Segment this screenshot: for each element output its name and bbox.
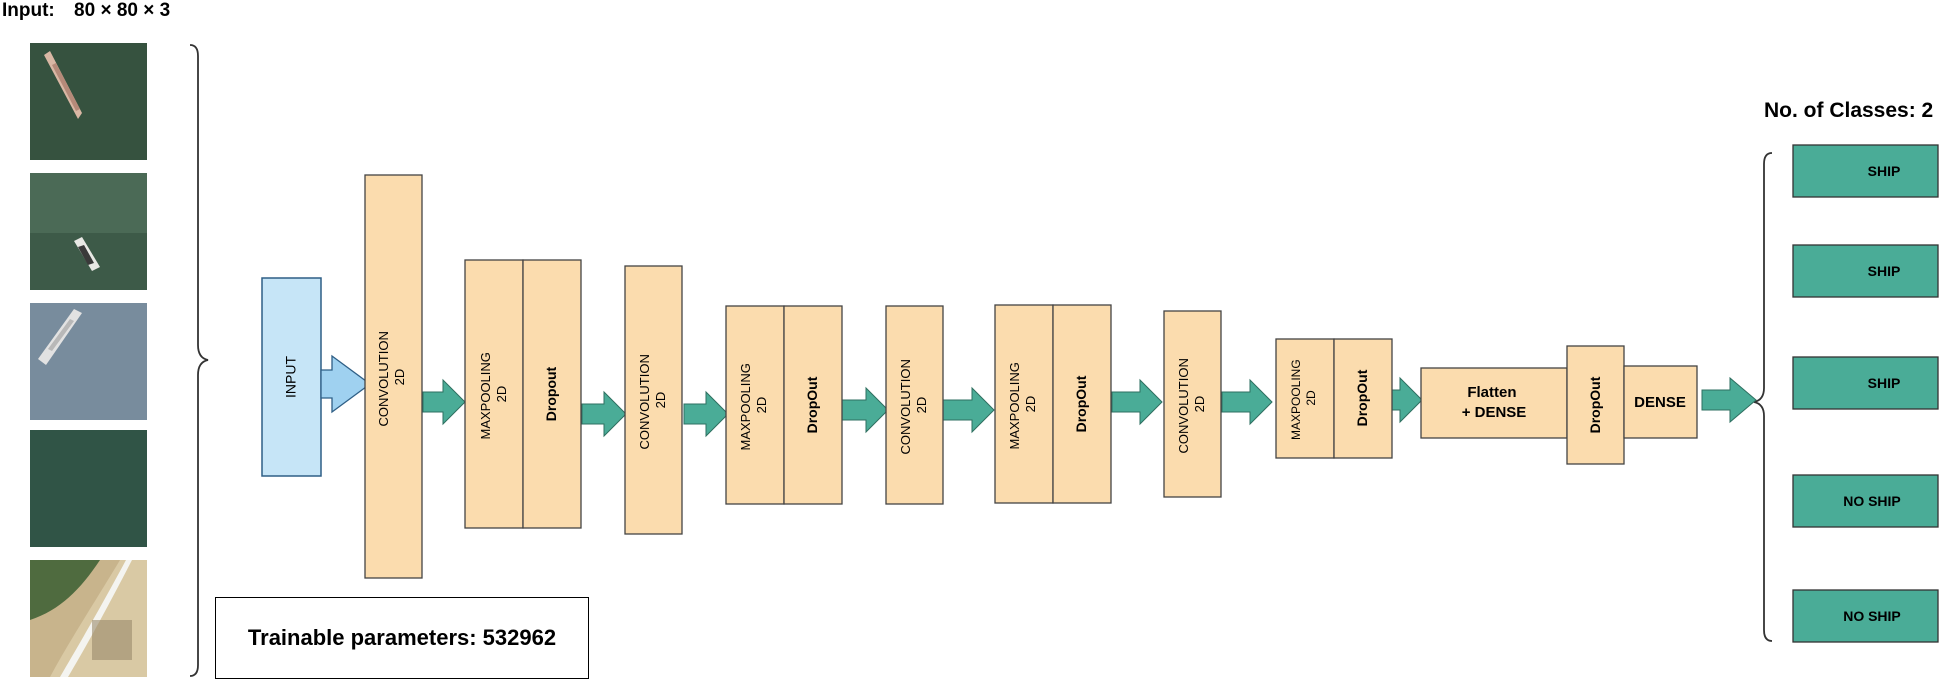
layer-pool3-title: MAXPOOLING <box>1007 362 1022 449</box>
output-group-brace <box>1753 152 1773 642</box>
layer-conv4-sub: 2D <box>1192 396 1207 413</box>
layer-flatten-sub: + DENSE <box>1462 404 1527 421</box>
flow-arrow-4 <box>841 386 889 434</box>
layer-drop5-box <box>1566 345 1625 465</box>
layer-drop4-label: DropOut <box>1354 369 1370 426</box>
layer-drop2-box <box>783 305 843 505</box>
layer-pool4-box <box>1275 338 1335 459</box>
flow-arrow-3 <box>683 390 729 438</box>
output-class-box <box>1792 244 1939 298</box>
input-thumbnail-empty-sea <box>30 430 147 547</box>
input-label-text: Input: <box>2 0 55 21</box>
layer-pool4-sub: 2D <box>1304 390 1318 406</box>
layer-conv2-box <box>624 265 683 535</box>
layer-input-box <box>261 277 322 477</box>
input-thumbnail-ship-small <box>30 173 147 290</box>
flow-arrows <box>422 376 1757 438</box>
input-thumbnail-ship-diagonal <box>30 43 147 160</box>
output-classes: SHIP SHIP SHIP NO SHIP NO SHIP <box>1792 144 1939 643</box>
flow-arrow-6 <box>1111 378 1163 426</box>
output-class-label: NO SHIP <box>1843 608 1901 624</box>
input-thumbnail-shoreline <box>30 560 147 677</box>
flow-arrow-8 <box>1391 376 1423 424</box>
layer-pool4-label: MAXPOOLING 2D <box>1289 356 1318 440</box>
input-thumbnail-ship-grey-water <box>30 303 147 420</box>
input-size-label: Input: 80 × 80 × 3 <box>2 0 170 22</box>
layer-input-label: INPUT <box>283 356 299 398</box>
layer-conv3-title: CONVOLUTION <box>898 359 913 454</box>
input-group-brace <box>189 44 209 677</box>
layer-conv4-title: CONVOLUTION <box>1176 358 1191 453</box>
layer-conv2-label: CONVOLUTION 2D <box>637 351 668 450</box>
layer-drop5-label: DropOut <box>1587 376 1603 433</box>
output-class-box <box>1792 474 1939 528</box>
layer-pool2-box <box>725 305 785 505</box>
output-class-box <box>1792 589 1939 643</box>
layer-pool2-label: MAXPOOLING 2D <box>738 359 769 450</box>
layer-conv1-title: CONVOLUTION <box>376 331 391 426</box>
trainable-parameters-box: Trainable parameters: 532962 <box>215 597 589 679</box>
output-class-label: SHIP <box>1868 163 1901 179</box>
output-class-label: SHIP <box>1868 263 1901 279</box>
layer-drop2-label: DropOut <box>804 376 820 433</box>
layer-conv2-sub: 2D <box>653 392 668 409</box>
flow-arrow-1 <box>422 378 466 426</box>
layer-conv1-sub: 2D <box>392 369 407 386</box>
layer-pool1-label: MAXPOOLING 2D <box>478 348 509 439</box>
layer-pool3-label: MAXPOOLING 2D <box>1007 358 1038 449</box>
layer-pool3-sub: 2D <box>1023 396 1038 413</box>
layer-pool2-sub: 2D <box>754 397 769 414</box>
output-class-box <box>1792 356 1939 410</box>
layer-dense-label: DENSE <box>1634 394 1686 411</box>
output-class-label: SHIP <box>1868 375 1901 391</box>
layer-drop3-label: DropOut <box>1073 375 1089 432</box>
layer-drop1-label: Dropout <box>543 366 559 421</box>
layer-conv3-box <box>885 305 944 505</box>
input-arrow <box>320 354 372 414</box>
output-class-box <box>1792 144 1939 198</box>
layer-conv4-box <box>1163 310 1222 498</box>
layer-flatten-label: Flatten + DENSE <box>1462 384 1527 421</box>
layer-conv2-title: CONVOLUTION <box>637 354 652 449</box>
layer-drop4-box <box>1333 338 1393 459</box>
flow-arrow-2 <box>581 390 627 438</box>
layer-pool4-title: MAXPOOLING <box>1289 359 1303 440</box>
layer-conv1-box <box>364 174 423 579</box>
layer-conv1-label: CONVOLUTION 2D <box>376 328 407 427</box>
layer-conv3-label: CONVOLUTION 2D <box>898 356 929 455</box>
layer-flatten-title: Flatten <box>1467 384 1516 401</box>
output-class-label: NO SHIP <box>1843 493 1901 509</box>
flow-arrow-5 <box>942 386 995 434</box>
layer-pool3-box <box>994 304 1054 504</box>
classes-count-label: No. of Classes: 2 <box>1764 99 1934 122</box>
layer-pool1-title: MAXPOOLING <box>478 352 493 439</box>
trainable-parameters-text: Trainable parameters: 532962 <box>247 625 557 650</box>
layer-dense-box <box>1623 365 1698 439</box>
flow-arrow-9 <box>1701 376 1757 424</box>
layer-flatten-box <box>1420 367 1568 439</box>
layer-drop1-box <box>522 259 582 529</box>
input-size-text: 80 × 80 × 3 <box>74 0 171 21</box>
layer-pool2-title: MAXPOOLING <box>738 363 753 450</box>
flow-arrow-7 <box>1221 378 1273 426</box>
layer-conv4-label: CONVOLUTION 2D <box>1176 355 1207 454</box>
layer-drop3-box <box>1052 304 1112 504</box>
layer-pool1-sub: 2D <box>494 386 509 403</box>
layer-conv3-sub: 2D <box>914 397 929 414</box>
